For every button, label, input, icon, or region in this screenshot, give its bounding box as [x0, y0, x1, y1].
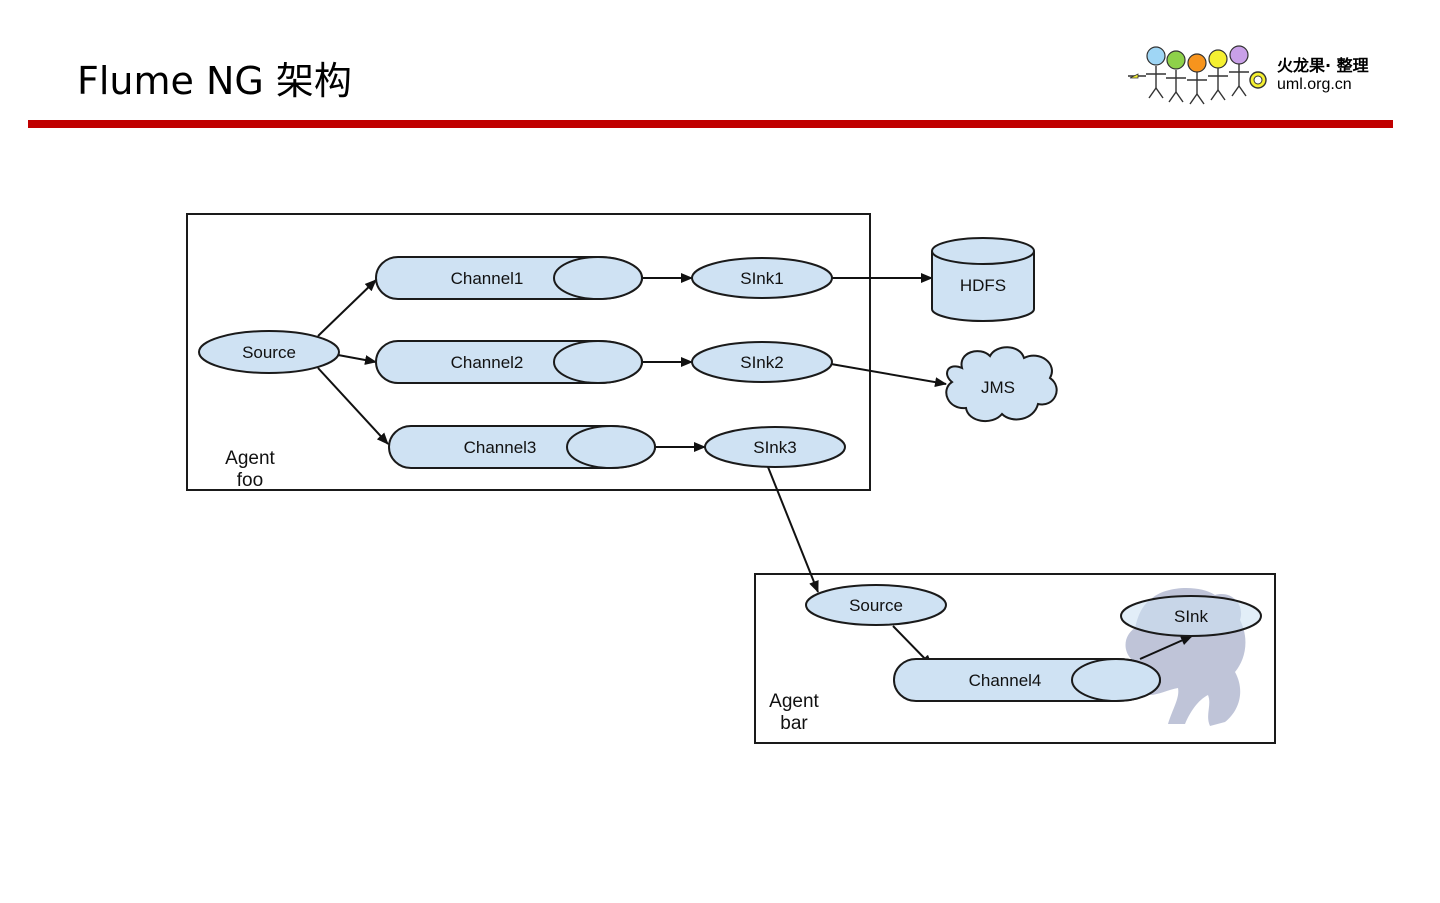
channel3-node: Channel3 — [388, 425, 656, 469]
jms-cloud-icon: JMS — [945, 346, 1058, 423]
agent-foo-label-line1: Agent — [225, 448, 275, 469]
channel2-label: Channel2 — [451, 353, 524, 372]
channel2-node: Channel2 — [375, 340, 643, 384]
foo-source-node: Source — [198, 330, 340, 374]
sink1-node: SInk1 — [691, 257, 833, 299]
page-title: Flume NG 架构 — [77, 59, 352, 103]
sink2-label: SInk2 — [740, 353, 783, 372]
foo-source-label: Source — [242, 343, 296, 362]
edge-source-channel2 — [337, 354, 377, 365]
bar-source-node: Source — [805, 584, 947, 626]
sink3-node: SInk3 — [704, 426, 846, 468]
bar-source-label: Source — [849, 596, 903, 615]
stick-figures-balloons-icon — [1128, 45, 1267, 105]
edge-source-channel1 — [317, 279, 377, 337]
channel1-node: Channel1 — [375, 256, 643, 300]
edge-channel4-bar-sink — [1139, 635, 1193, 660]
edge-source-channel3 — [317, 367, 389, 445]
channel4-node: Channel4 — [893, 658, 1161, 702]
channel1-label: Channel1 — [451, 269, 524, 288]
logo-url-text: uml.org.cn — [1277, 76, 1352, 93]
hdfs-label: HDFS — [960, 276, 1006, 295]
sink2-node: SInk2 — [691, 341, 833, 383]
jms-label: JMS — [981, 378, 1015, 397]
agent-bar-label-line1: Agent — [769, 691, 819, 712]
bar-sink-node: SInk — [1120, 595, 1262, 637]
channel4-label: Channel4 — [969, 671, 1042, 690]
sink3-label: SInk3 — [753, 438, 796, 457]
sink1-label: SInk1 — [740, 269, 783, 288]
edge-sink2-jms — [830, 363, 947, 388]
title-divider — [28, 120, 1393, 128]
hdfs-database-icon: HDFS — [931, 237, 1035, 322]
agent-foo-label-line2: foo — [237, 470, 263, 491]
edge-sink3-bar-source — [767, 466, 819, 593]
channel3-label: Channel3 — [464, 438, 537, 457]
agent-bar-label-line2: bar — [780, 713, 808, 734]
logo-brand-text: 火龙果· 整理 — [1277, 56, 1369, 75]
bar-sink-label: SInk — [1174, 607, 1209, 626]
